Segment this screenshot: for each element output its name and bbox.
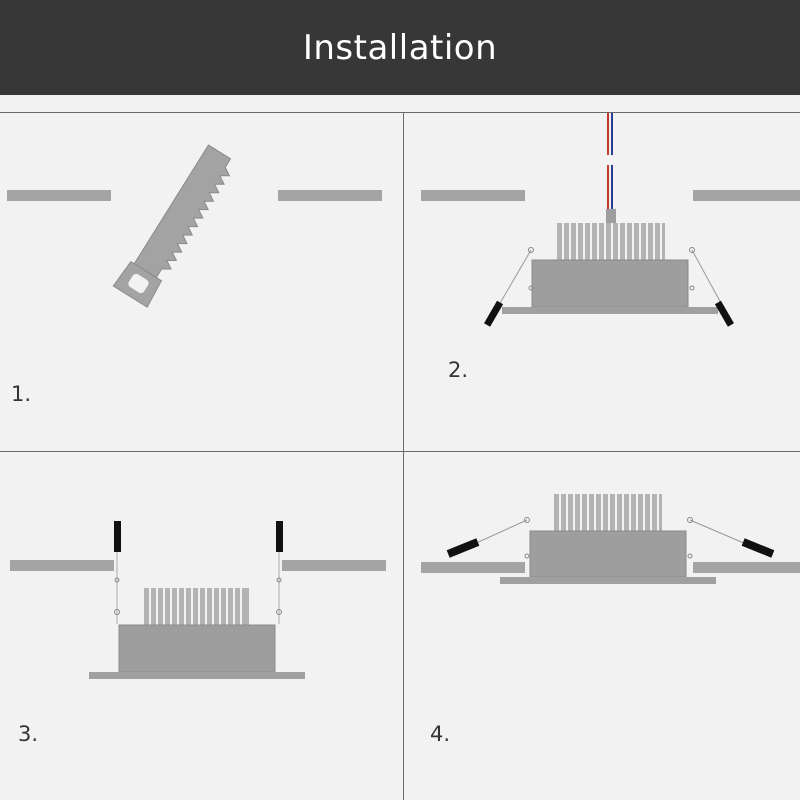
ceiling-right	[693, 190, 800, 201]
step-3-panel: 3.	[0, 452, 403, 800]
step-4-label: 4.	[430, 722, 451, 746]
ceiling-left	[421, 190, 525, 201]
step-3-label: 3.	[18, 722, 39, 746]
header-bar: Installation	[0, 0, 800, 95]
step-4-panel: 4.	[404, 452, 800, 800]
led-downlight-icon	[89, 588, 305, 679]
grid-line-vertical	[403, 112, 404, 800]
ceiling-right	[278, 190, 382, 201]
step-1-panel: 1.	[0, 113, 403, 451]
grid-line-top	[0, 112, 800, 113]
grid-line-middle	[0, 451, 800, 452]
spring-clip-icon	[446, 517, 775, 559]
step-1-diagram	[7, 144, 382, 308]
page-title: Installation	[302, 27, 498, 68]
ceiling-left	[421, 562, 525, 573]
ceiling-right	[282, 560, 386, 571]
power-wires-icon	[606, 113, 616, 223]
saw-icon	[112, 144, 232, 308]
spring-clip-icon	[114, 521, 283, 624]
spring-clip-icon	[484, 247, 734, 327]
step-1-label: 1.	[11, 382, 32, 406]
step-2-label: 2.	[448, 358, 469, 382]
ceiling-left	[10, 560, 114, 571]
led-downlight-icon	[500, 494, 716, 584]
step-3-diagram	[10, 521, 386, 679]
step-2-panel: 2.	[404, 113, 800, 451]
ceiling-left	[7, 190, 111, 201]
step-2-diagram	[421, 113, 800, 327]
ceiling-right	[693, 562, 800, 573]
led-downlight-icon	[502, 223, 718, 314]
step-4-diagram	[421, 494, 800, 584]
